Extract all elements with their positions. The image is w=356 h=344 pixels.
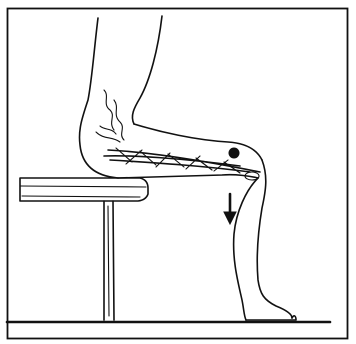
bench-top-underside: [22, 196, 140, 197]
knee-marker: [229, 148, 240, 159]
bench: [20, 178, 148, 320]
outer-border: [8, 9, 348, 339]
down-arrow-icon: [224, 194, 236, 224]
bench-top: [20, 178, 148, 201]
hip-tendons: [96, 90, 124, 142]
bench-leg-shade: [108, 206, 109, 316]
torso-front-outline: [132, 16, 162, 124]
back-outline: [79, 18, 118, 178]
bench-top-edge: [20, 186, 146, 187]
calf-outline: [234, 178, 258, 320]
shin-outline: [257, 160, 292, 318]
foot-outline: [246, 316, 296, 320]
thigh-lower-outline: [118, 175, 258, 178]
